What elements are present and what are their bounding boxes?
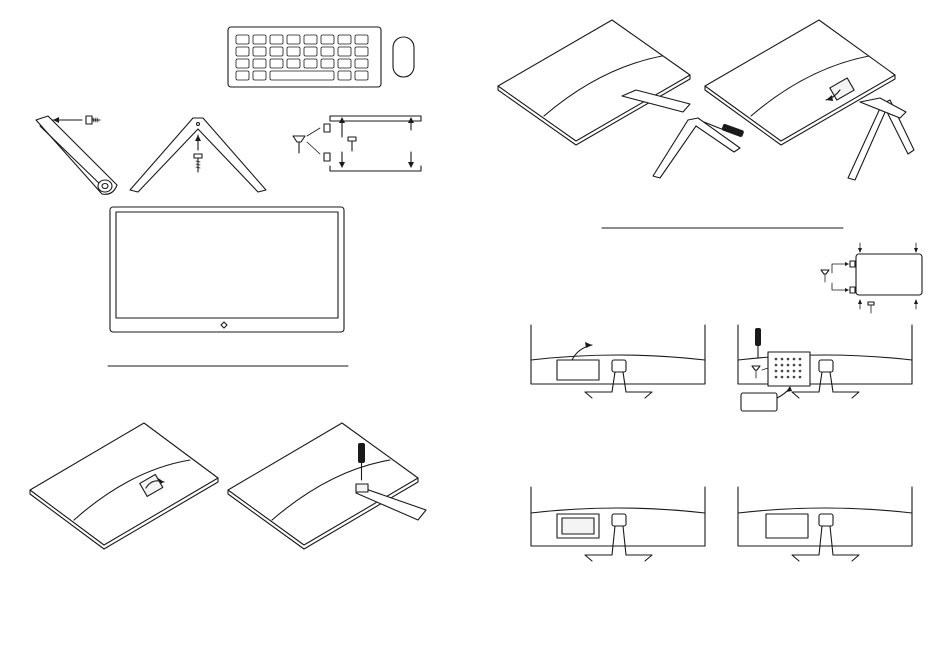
vesa-step-attach-bracket [738,325,912,411]
mouse-illustration [393,37,414,77]
monitor-back-complete-stand [705,20,914,180]
monitor-back-attach-base [498,20,744,178]
screw-icon [348,137,356,151]
vesa-bracket-illustration [293,116,421,171]
stand-base-illustration [130,118,266,192]
screw-icon [752,366,760,378]
monitor-back-remove-cover [30,423,218,549]
screw-icon [293,136,305,153]
screwdriver-icon [755,328,761,358]
vesa-step-cover-replaced [738,487,912,561]
keyboard-illustration [228,27,381,87]
monitor-front-illustration [110,207,344,332]
vesa-step-remove-cover [531,325,705,398]
stand-neck-illustration [36,116,117,194]
screw-icon [86,116,100,124]
vesa-bracket-small-illustration [821,243,922,313]
screw-icon [194,154,202,172]
monitor-back-attach-neck [228,423,426,549]
screw-icon [868,302,874,313]
vesa-step-bracket-mounted [531,487,705,561]
screw-icon [821,270,829,282]
